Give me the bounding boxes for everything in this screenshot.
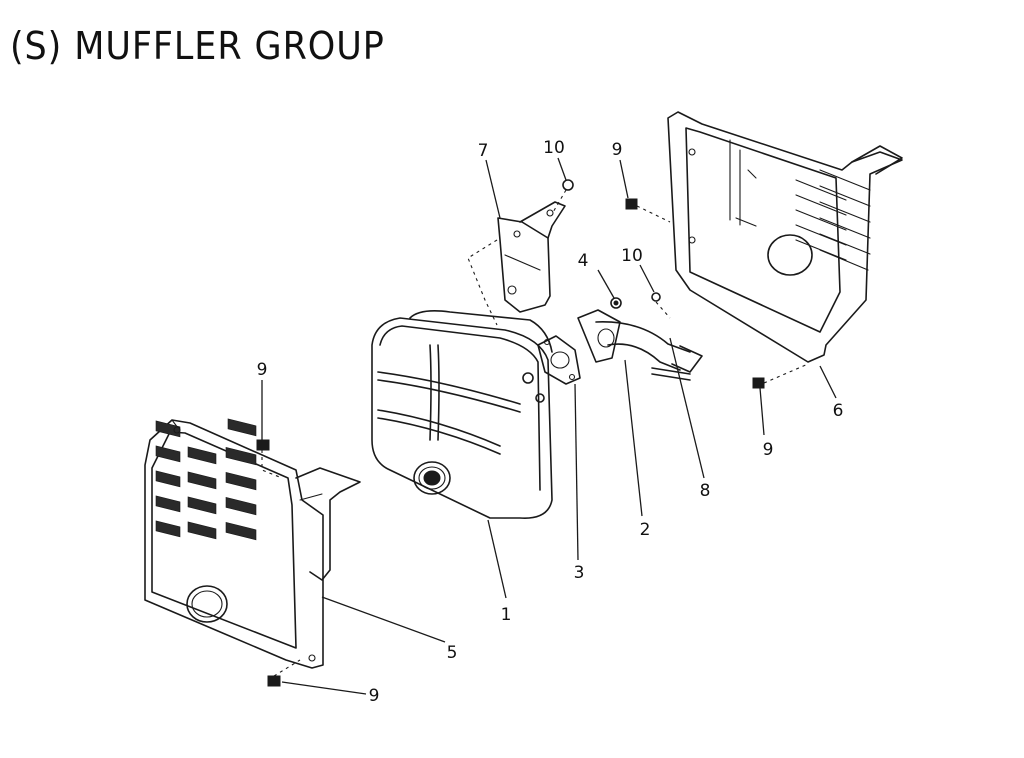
- bolt-9-rear-top: [625, 198, 638, 210]
- callout-9-rear-top: 9: [612, 140, 623, 160]
- callout-9-front-top: 9: [257, 360, 268, 380]
- bolt-9-front-top: [256, 439, 270, 451]
- callout-10-bracket: 10: [543, 138, 565, 158]
- bracket-part-7: [497, 201, 566, 313]
- callout-4: 4: [578, 251, 589, 271]
- nut-10-pipe: [651, 292, 661, 302]
- callout-6: 6: [833, 401, 844, 421]
- bolt-9-front-bottom: [267, 675, 281, 687]
- gasket-part-3: [537, 335, 581, 385]
- callout-10-pipe: 10: [621, 246, 643, 266]
- assembly-lines: [261, 189, 809, 677]
- callout-9-rear-bottom: 9: [763, 440, 774, 460]
- bolt-9-rear-bottom: [752, 377, 765, 389]
- page-title: (S) MUFFLER GROUP: [10, 24, 385, 68]
- callout-8: 8: [700, 481, 711, 501]
- front-cover-part-5: [144, 418, 361, 669]
- callout-7: 7: [478, 141, 489, 161]
- muffler-body-part-1: [371, 310, 553, 519]
- rear-cover-part-6: [667, 111, 903, 363]
- exhaust-pipe-part-2: [577, 309, 703, 373]
- callout-5: 5: [447, 643, 458, 663]
- callout-2: 2: [640, 520, 651, 540]
- callout-1: 1: [501, 605, 512, 625]
- gasket-part-8: [651, 367, 691, 381]
- leader-lines: [261, 157, 837, 695]
- nut-part-4: [610, 297, 622, 309]
- nut-10-bracket: [562, 179, 574, 191]
- callout-9-front-bottom: 9: [369, 686, 380, 706]
- callout-3: 3: [574, 563, 585, 583]
